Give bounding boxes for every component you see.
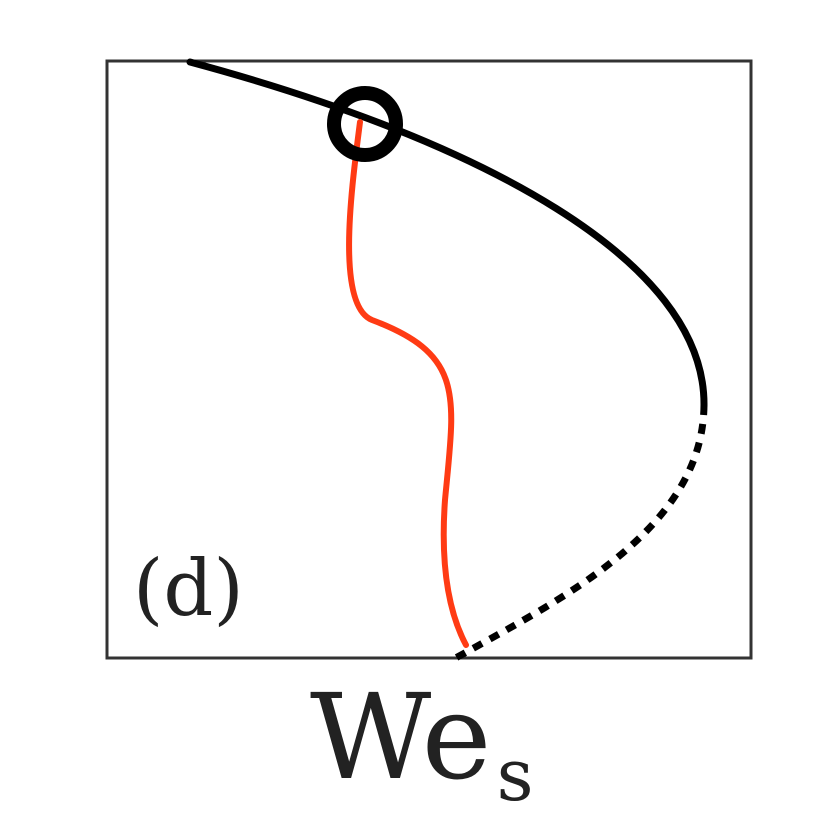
- x-axis-label-subscript: s: [497, 733, 534, 817]
- x-axis-label-main: We: [310, 668, 492, 806]
- marker-circle: [327, 86, 403, 162]
- panel-label: (d): [133, 544, 244, 634]
- plot-frame: [105, 59, 753, 660]
- stable-branch-curve: [186, 58, 708, 409]
- x-axis-label: We s: [310, 668, 534, 817]
- trajectory-curve: [346, 119, 469, 648]
- unstable-branch-curve: [450, 404, 708, 664]
